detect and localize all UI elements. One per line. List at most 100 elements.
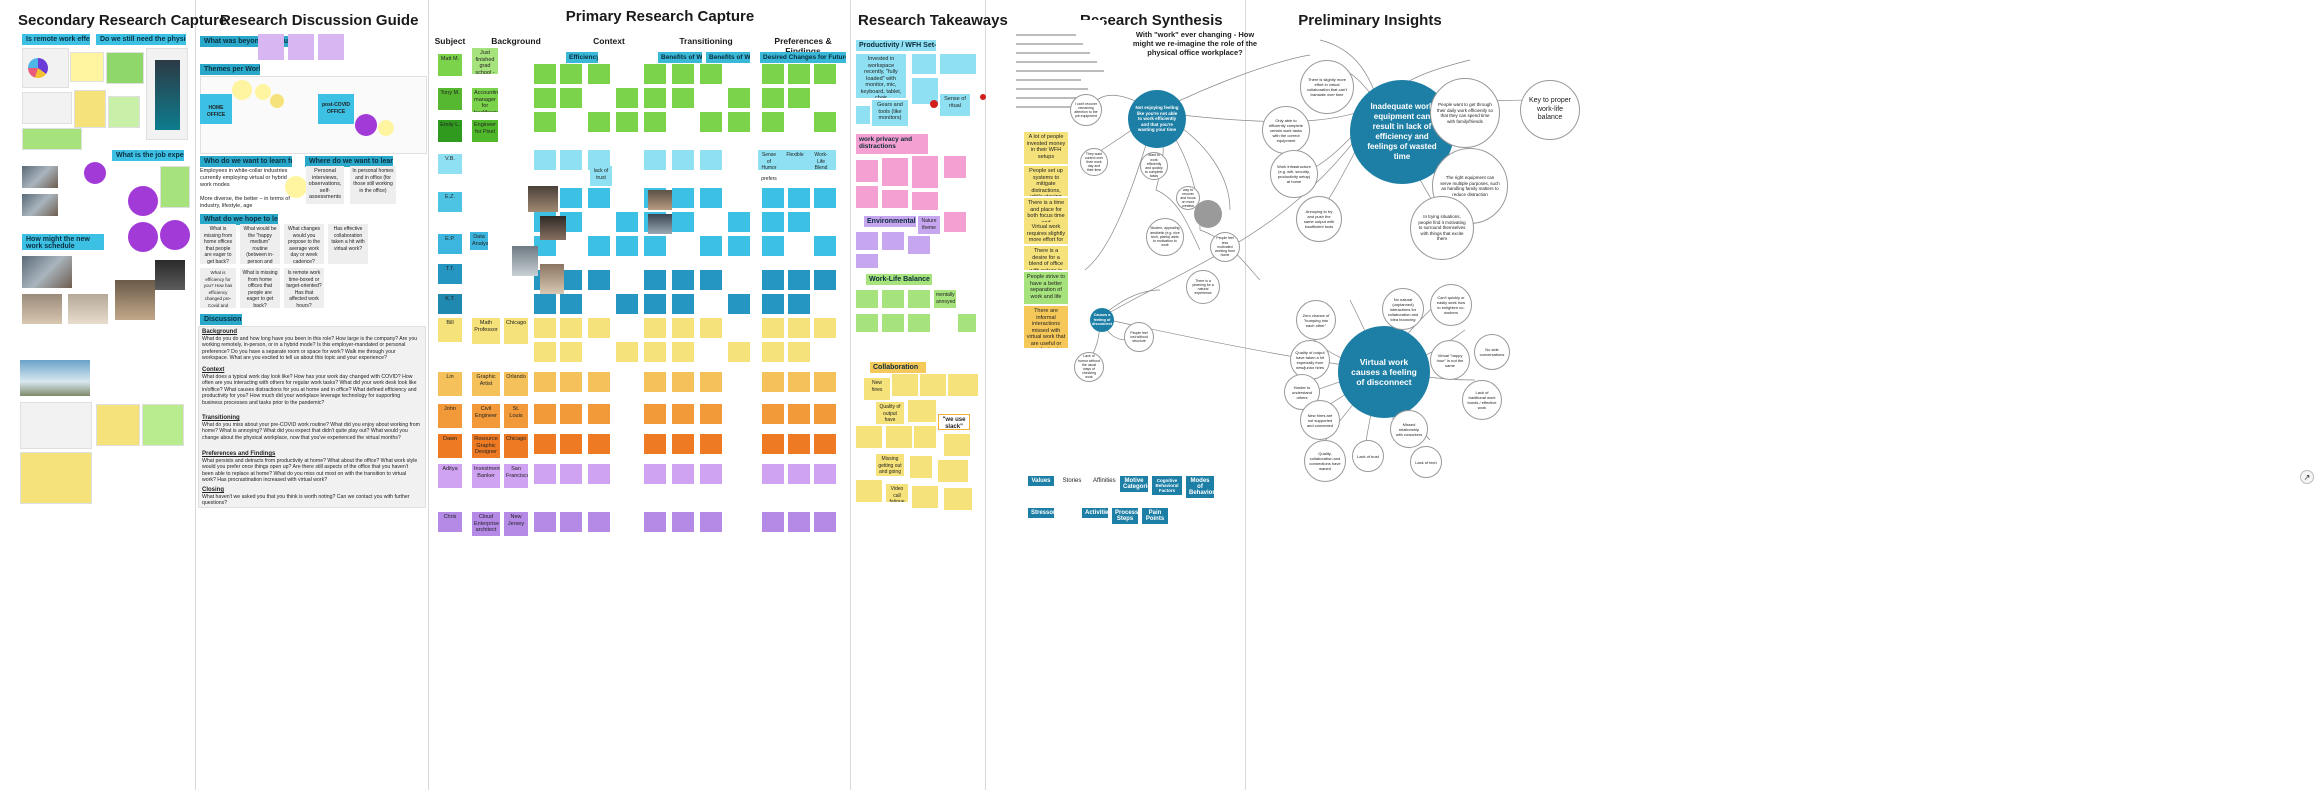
note-sticky[interactable]	[788, 188, 810, 208]
subject-sticky[interactable]: Bill	[438, 318, 462, 342]
note-sticky[interactable]	[644, 294, 666, 314]
note-sticky[interactable]	[762, 236, 784, 256]
takeaway-sticky[interactable]	[914, 426, 936, 448]
summary-chip[interactable]: Process Steps	[1112, 508, 1138, 524]
question-sticky[interactable]: What would be the "happy medium" routine…	[240, 224, 280, 264]
synthesis-note[interactable]: There are informal interactions missed w…	[1024, 306, 1068, 348]
note-sticky[interactable]	[814, 434, 836, 454]
note-sticky[interactable]	[672, 212, 694, 232]
takeaway-sticky[interactable]	[892, 374, 918, 396]
note-sticky[interactable]	[644, 434, 666, 454]
background-sticky[interactable]: Accounting manager for healthcare system	[472, 88, 498, 112]
takeaway-sticky[interactable]	[944, 434, 970, 456]
note-sticky[interactable]	[814, 512, 836, 532]
subject-sticky[interactable]: Aditya	[438, 464, 462, 488]
note-sticky[interactable]	[672, 150, 694, 170]
category-header[interactable]: Efficiency	[566, 52, 598, 63]
takeaway-sticky[interactable]	[944, 156, 966, 178]
takeaway-sticky[interactable]	[920, 374, 946, 396]
note-sticky[interactable]: Work-Life Blend	[810, 150, 832, 170]
question-card[interactable]: How might the new work schedule change f…	[22, 234, 104, 250]
insight-node-key[interactable]: Key to proper work-life balance	[1520, 80, 1580, 140]
note-sticky[interactable]	[588, 150, 610, 170]
takeaway-sticky[interactable]: Gears and tools (like monitors)	[872, 100, 908, 126]
note-sticky[interactable]	[762, 434, 784, 454]
note-sticky[interactable]	[534, 404, 556, 424]
note-sticky[interactable]	[560, 294, 582, 314]
insight-node[interactable]: Missed relationship with coworkers	[1390, 410, 1428, 448]
takeaway-sticky[interactable]	[856, 254, 878, 268]
note-sticky[interactable]	[700, 512, 722, 532]
note-sticky[interactable]	[762, 372, 784, 392]
question-sticky[interactable]: What is missing from home offices that p…	[240, 268, 280, 308]
note-sticky[interactable]	[672, 404, 694, 424]
zoom-handle-icon[interactable]: ↗	[2300, 470, 2314, 484]
note-sticky[interactable]	[700, 236, 722, 256]
takeaway-sticky[interactable]	[856, 106, 870, 124]
home-office-card[interactable]: HOME OFFICE	[200, 94, 232, 124]
note-sticky[interactable]	[588, 236, 610, 256]
insight-node[interactable]: Lack of trust	[1352, 440, 1384, 472]
note-sticky[interactable]	[560, 188, 582, 208]
note-sticky[interactable]	[560, 372, 582, 392]
sticky-note[interactable]	[318, 34, 344, 60]
article-thumbnail[interactable]	[20, 402, 92, 449]
takeaway-sticky[interactable]	[882, 314, 904, 332]
note-sticky[interactable]	[560, 64, 582, 84]
category-header[interactable]: Desired Changes for Future WFO	[760, 52, 846, 63]
takeaway-sticky[interactable]	[882, 232, 904, 250]
city-sticky[interactable]: Chicago	[504, 434, 528, 458]
takeaway-sticky[interactable]	[856, 480, 882, 502]
note-sticky[interactable]	[616, 294, 638, 314]
note-sticky[interactable]	[762, 318, 784, 338]
sticky-note[interactable]	[258, 34, 284, 60]
background-sticky[interactable]: Investment Banker	[472, 464, 500, 488]
synthesis-hub[interactable]: Causes a feeling of disconnect	[1090, 308, 1114, 332]
note-sticky[interactable]	[788, 342, 810, 362]
takeaway-sticky[interactable]	[882, 158, 908, 186]
subject-sticky[interactable]: Tony M.	[438, 88, 462, 110]
note-sticky[interactable]	[644, 372, 666, 392]
subject-sticky[interactable]: Dawn	[438, 434, 462, 458]
note-sticky[interactable]	[672, 294, 694, 314]
takeaway-sticky[interactable]	[908, 400, 936, 422]
insight-node[interactable]: Only able to efficiently complete certai…	[1262, 106, 1310, 154]
background-sticky[interactable]: Resource Graphic Designer	[472, 434, 500, 458]
note-sticky[interactable]	[762, 112, 784, 132]
note-sticky[interactable]	[814, 112, 836, 132]
note-sticky[interactable]	[616, 342, 638, 362]
takeaway-sticky[interactable]	[882, 190, 908, 208]
takeaway-sticky[interactable]	[912, 192, 938, 210]
sticky-note[interactable]: Personal interviews, observations, self-…	[306, 166, 344, 204]
takeaway-sticky[interactable]	[908, 236, 930, 254]
note-sticky[interactable]	[560, 88, 582, 108]
note-sticky[interactable]	[534, 64, 556, 84]
note-sticky[interactable]	[560, 464, 582, 484]
note-sticky[interactable]	[700, 464, 722, 484]
note-sticky[interactable]	[560, 150, 582, 170]
sticky-note[interactable]	[20, 452, 92, 504]
takeaway-sticky[interactable]	[856, 426, 882, 448]
category-header[interactable]: Benefits of WFO	[706, 52, 750, 63]
background-sticky[interactable]: Civil Engineer	[472, 404, 500, 428]
question-sticky[interactable]: What is missing from home offices that p…	[200, 224, 236, 264]
sticky-note[interactable]	[142, 404, 184, 446]
note-sticky[interactable]	[788, 64, 810, 84]
synthesis-node[interactable]: Modern, appealing aesthetic (e.g. nice t…	[1146, 218, 1184, 256]
note-sticky[interactable]: Flexible	[784, 150, 806, 170]
background-sticky[interactable]: Math Professor	[472, 318, 500, 344]
guide-header[interactable]: What do we hope to learn?	[200, 214, 278, 225]
note-sticky[interactable]	[788, 512, 810, 532]
takeaway-sticky[interactable]: New hires	[864, 378, 890, 400]
note-sticky[interactable]	[672, 88, 694, 108]
note-sticky[interactable]	[788, 212, 810, 232]
takeaway-sticky[interactable]: Quality of output have taken a hit	[876, 402, 904, 424]
note-sticky[interactable]	[700, 318, 722, 338]
note-sticky[interactable]	[588, 434, 610, 454]
note-sticky[interactable]	[788, 88, 810, 108]
note-sticky[interactable]	[644, 270, 666, 290]
summary-chip[interactable]: Values	[1028, 476, 1054, 486]
note-sticky[interactable]	[728, 342, 750, 362]
note-sticky[interactable]	[534, 236, 556, 256]
